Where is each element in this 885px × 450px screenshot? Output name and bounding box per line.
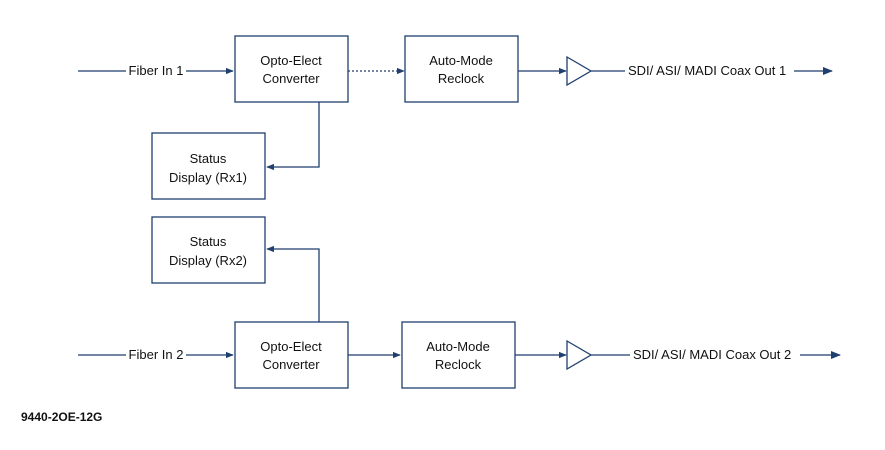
converter-2-to-status-2-line	[266, 245, 320, 322]
reclock-2-line2: Reclock	[435, 357, 482, 372]
status-rx1-line2: Display (Rx1)	[169, 170, 247, 185]
reclock-1-line1: Auto-Mode	[429, 53, 493, 68]
status-rx2-line1: Status	[190, 234, 227, 249]
status-display-rx1	[151, 132, 266, 200]
opto-elect-converter-2	[234, 321, 349, 389]
auto-mode-reclock-2	[401, 321, 516, 389]
reclock-2-line1: Auto-Mode	[426, 339, 490, 354]
reclock-1-line2: Reclock	[438, 71, 485, 86]
status-rx2-line2: Display (Rx2)	[169, 253, 247, 268]
converter-1-line1: Opto-Elect	[260, 53, 322, 68]
output-1-label: SDI/ ASI/ MADI Coax Out 1	[628, 63, 786, 78]
channel-1	[78, 35, 833, 200]
status-rx1-line1: Status	[190, 151, 227, 166]
converter-1-to-status-1-line	[266, 102, 320, 171]
converter-2-line2: Converter	[262, 357, 320, 372]
amplifier-1-icon	[566, 55, 593, 87]
channel-2	[78, 216, 841, 389]
fiber-in-2-label: Fiber In 2	[129, 347, 184, 362]
fiber-in-1-label: Fiber In 1	[129, 63, 184, 78]
opto-elect-converter-1	[234, 35, 349, 103]
model-label: 9440-2OE-12G	[21, 410, 102, 424]
output-2-label: SDI/ ASI/ MADI Coax Out 2	[633, 347, 791, 362]
labels: Fiber In 1 Opto-Elect Converter Auto-Mod…	[21, 53, 791, 424]
amplifier-2-icon	[566, 339, 593, 371]
status-display-rx2	[151, 216, 266, 284]
auto-mode-reclock-1	[404, 35, 519, 103]
converter-2-line1: Opto-Elect	[260, 339, 322, 354]
converter-1-line2: Converter	[262, 71, 320, 86]
